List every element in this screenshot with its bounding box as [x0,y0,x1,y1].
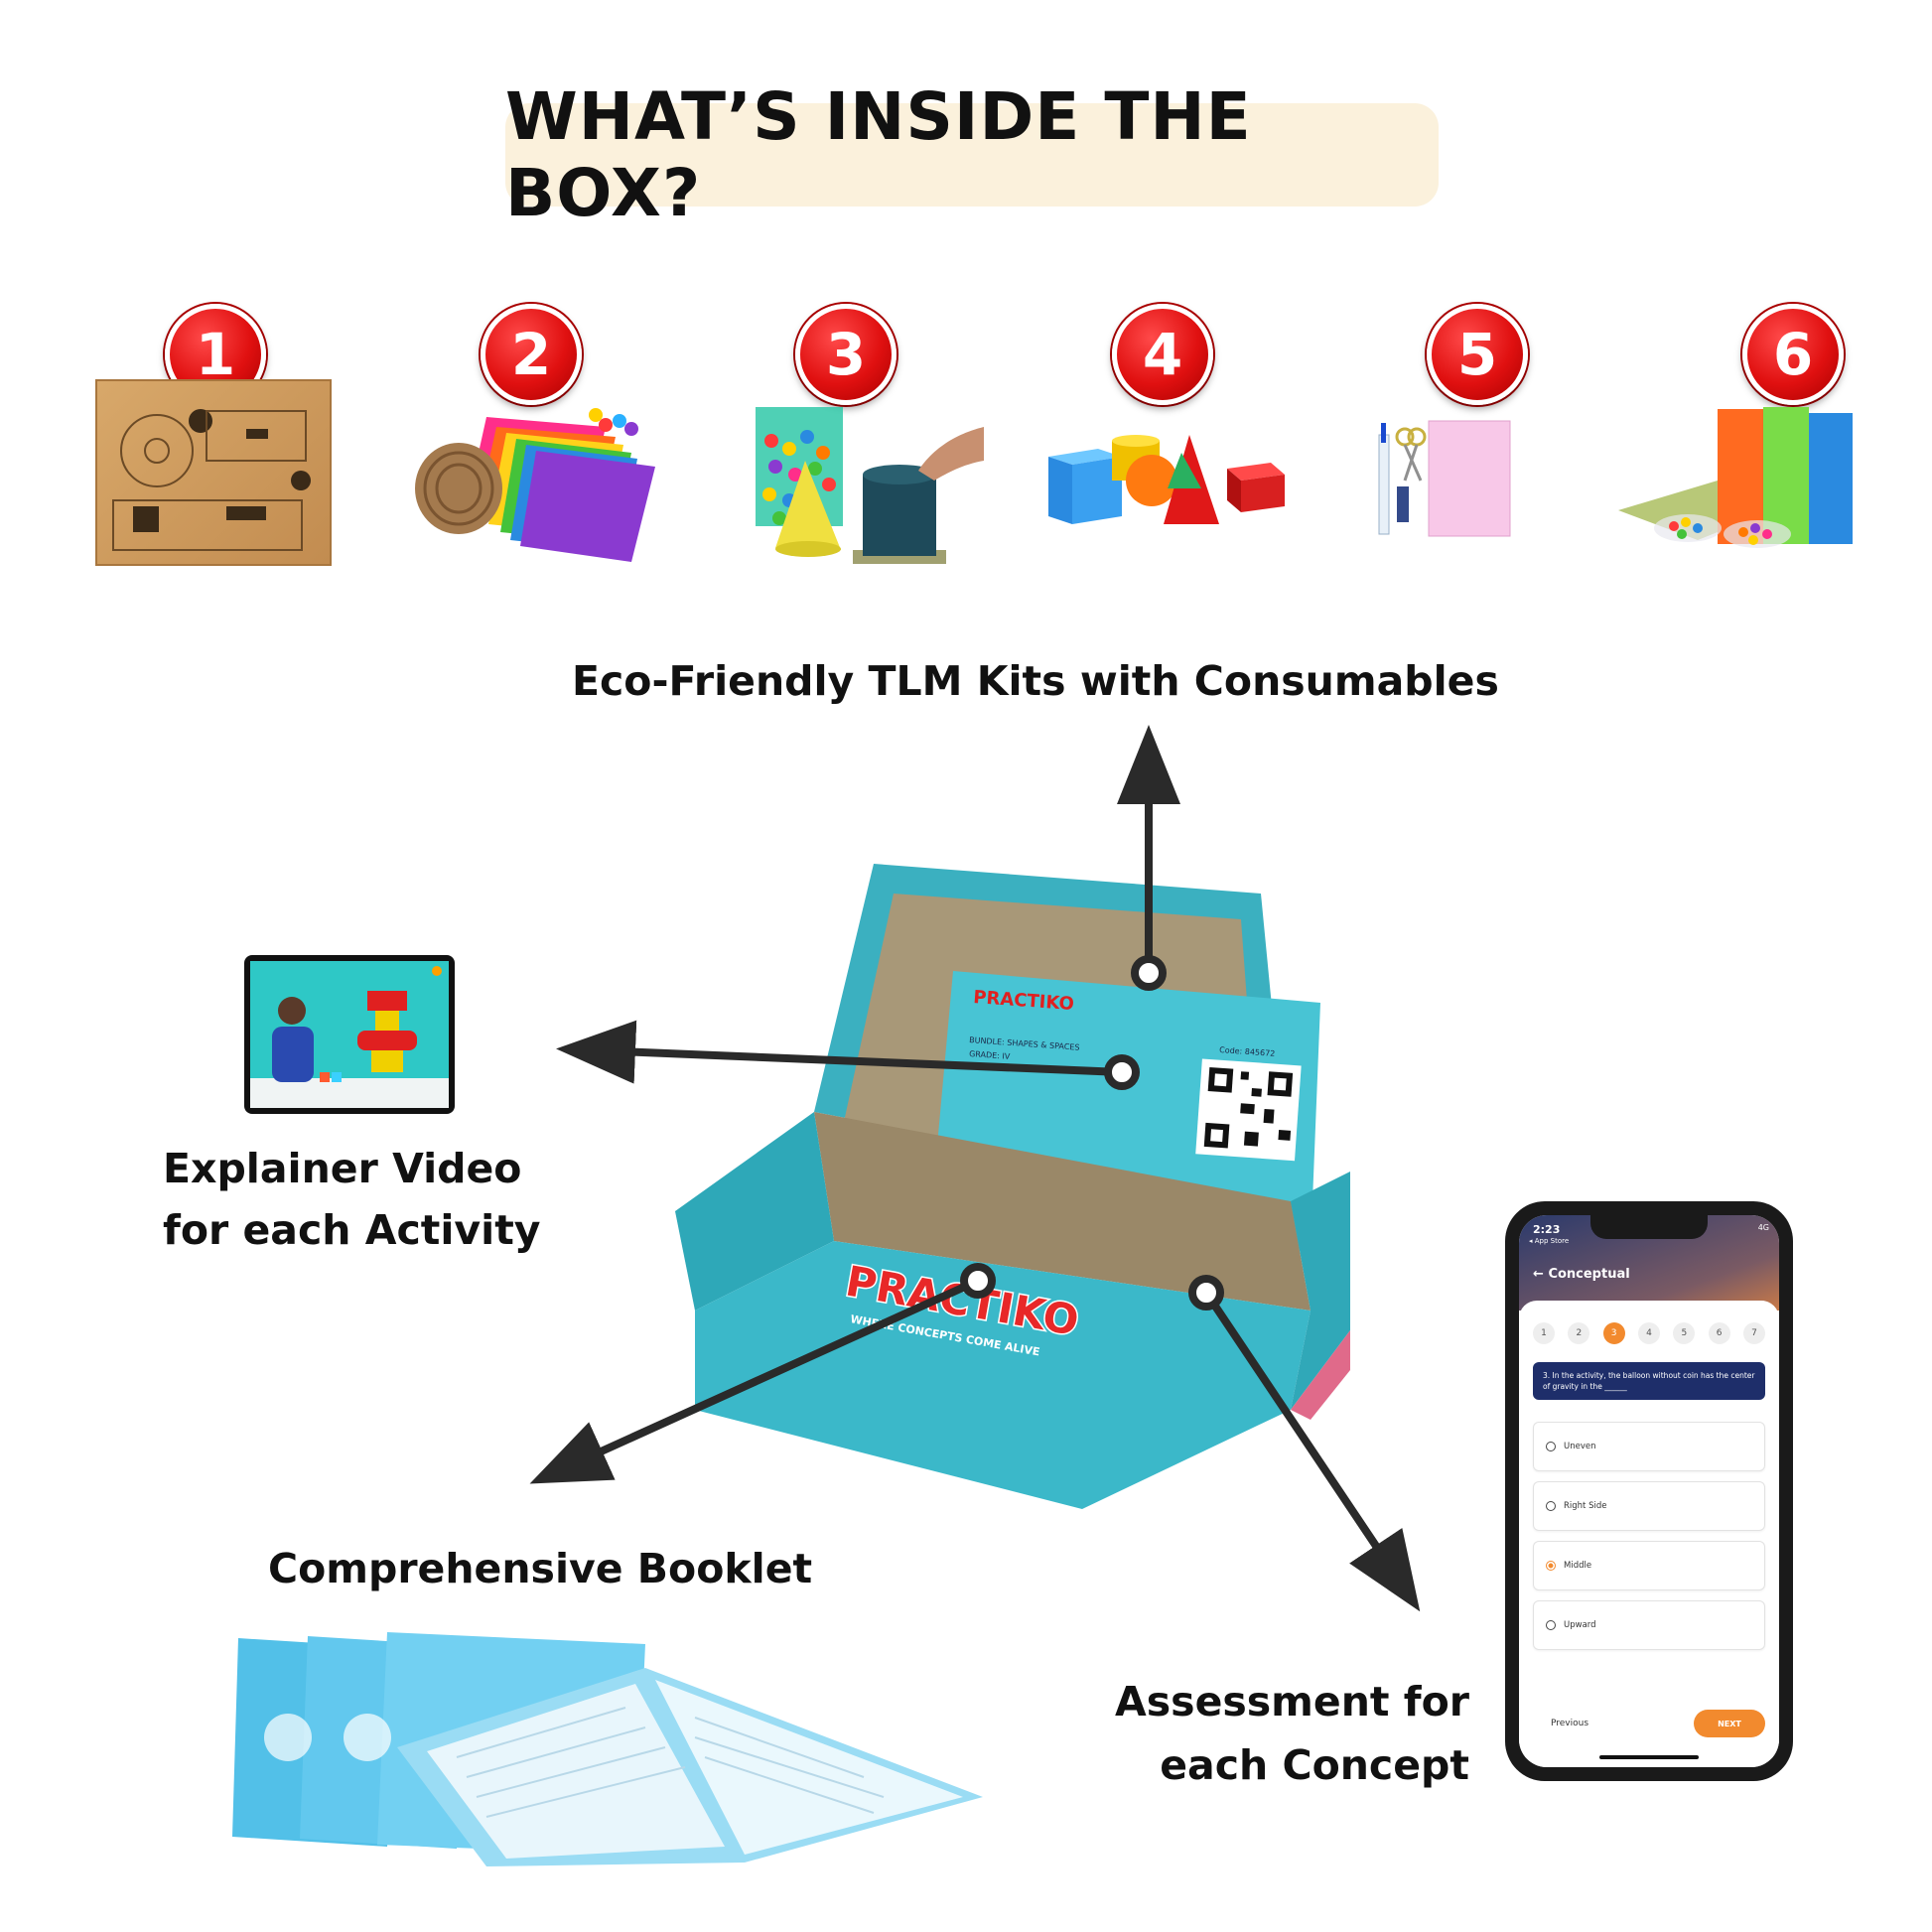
status-back-link[interactable]: ◂ App Store [1529,1237,1570,1245]
eco-kits-label: Eco-Friendly TLM Kits with Consumables [572,657,1499,705]
explainer-video-label-line1: Explainer Video [163,1145,522,1192]
phone-notch [1590,1215,1708,1239]
question-steps: 1 2 3 4 5 6 7 [1533,1322,1765,1344]
phone-top-banner: 2:23 ◂ App Store 4G ← Conceptual [1519,1215,1779,1311]
phone-header: ← Conceptual [1533,1267,1630,1282]
code-text: Code: 845672 [1219,1045,1276,1058]
explainer-video-tablet [244,955,455,1114]
phone-screen: 2:23 ◂ App Store 4G ← Conceptual 1 2 3 4… [1519,1215,1779,1767]
explainer-video-label-line2: for each Activity [163,1206,541,1254]
explainer-video-label: Explainer Video for each Activity [163,1138,541,1261]
step-7[interactable]: 7 [1742,1322,1765,1344]
next-button[interactable]: NEXT [1694,1710,1765,1737]
home-indicator [1599,1755,1699,1759]
option-middle[interactable]: Middle [1533,1541,1765,1590]
booklet-label: Comprehensive Booklet [268,1545,813,1592]
assessment-label-line1: Assessment for [1115,1678,1469,1725]
page-title: WHAT’S INSIDE THE BOX? [505,78,1252,231]
previous-button[interactable]: Previous [1551,1719,1589,1728]
back-arrow-icon[interactable]: ← [1533,1267,1544,1282]
assessment-phone: 2:23 ◂ App Store 4G ← Conceptual 1 2 3 4… [1505,1201,1793,1781]
phone-nav: Previous NEXT [1533,1710,1765,1737]
step-3[interactable]: 3 [1602,1322,1625,1344]
status-network: 4G [1757,1223,1769,1232]
step-6[interactable]: 6 [1708,1322,1730,1344]
booklets-image [232,1632,983,1866]
radio-selected-icon [1546,1561,1556,1571]
assessment-label: Assessment for each Concept [1112,1670,1469,1797]
phone-body: 1 2 3 4 5 6 7 3. In the activity, the ba… [1519,1301,1779,1767]
item-badge-2: 2 [481,304,582,405]
title-banner: WHAT’S INSIDE THE BOX? [505,78,1439,231]
item-badge-4: 4 [1112,304,1213,405]
assessment-label-line2: each Concept [1160,1741,1469,1789]
option-label: Uneven [1564,1442,1596,1451]
radio-icon [1546,1442,1556,1451]
phone-header-title: Conceptual [1548,1267,1630,1282]
step-2[interactable]: 2 [1568,1322,1590,1344]
step-1[interactable]: 1 [1533,1322,1555,1344]
item-badge-6: 6 [1742,304,1844,405]
geometric-solids-icon [1048,435,1285,524]
status-time: 2:23 [1533,1223,1561,1236]
step-5[interactable]: 5 [1673,1322,1696,1344]
option-label: Right Side [1564,1501,1607,1511]
craft-paper-yarn-icon [415,408,655,562]
item-badge-5: 5 [1427,304,1528,405]
stationery-icon [1378,420,1511,537]
option-right-side[interactable]: Right Side [1533,1481,1765,1531]
practiko-box: PRACTIKO BUNDLE: SHAPES & SPACES GRADE: … [675,864,1350,1509]
video-thumbnail [250,961,449,1108]
qr-code-icon [1195,1058,1302,1162]
option-uneven[interactable]: Uneven [1533,1422,1765,1471]
option-label: Middle [1564,1561,1592,1571]
radio-icon [1546,1501,1556,1511]
wooden-board-icon [95,379,332,566]
foam-sheets-beads-icon [1618,407,1853,548]
question-text: 3. In the activity, the balloon without … [1533,1362,1765,1400]
radio-icon [1546,1620,1556,1630]
item-badge-3: 3 [795,304,897,405]
step-4[interactable]: 4 [1637,1322,1660,1344]
option-label: Upward [1564,1620,1596,1630]
beads-cone-cylinder-icon [756,407,984,564]
option-upward[interactable]: Upward [1533,1600,1765,1650]
